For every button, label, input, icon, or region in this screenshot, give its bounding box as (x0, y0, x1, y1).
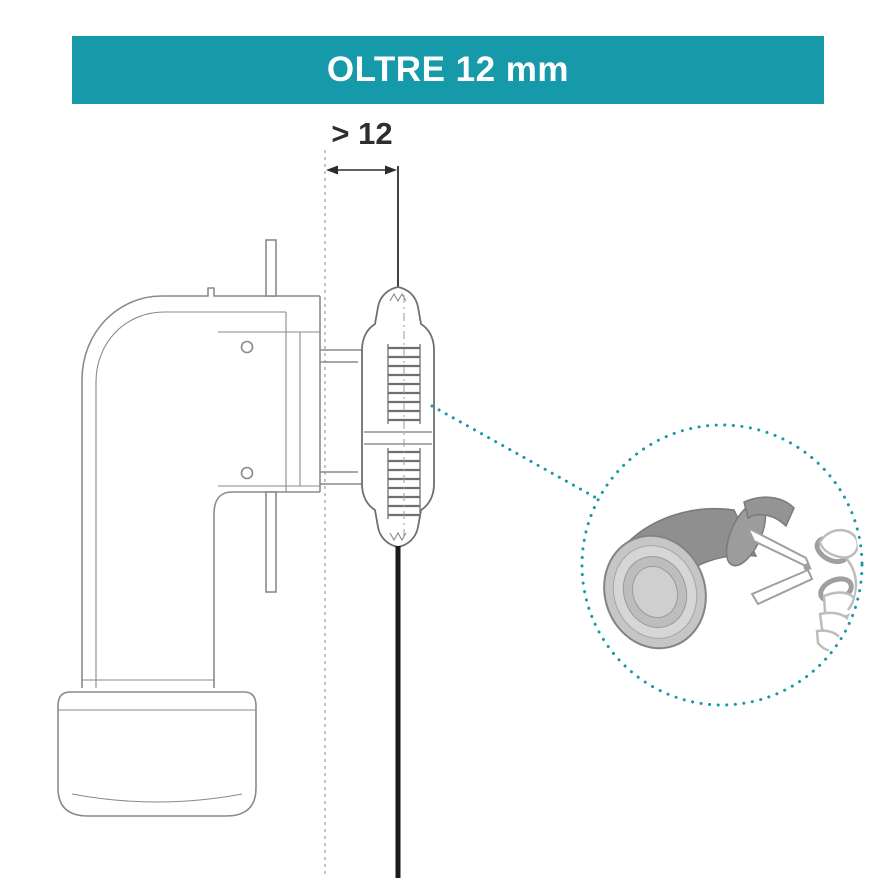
plate-fin-bottom (265, 491, 277, 593)
rubber-sleeve-illustration (603, 496, 795, 650)
leader-dotted-line (430, 404, 602, 502)
screw-bottom-icon (240, 466, 254, 480)
corrugated-connector (361, 286, 435, 548)
scissors-pivot (803, 563, 811, 571)
callout-illustration (603, 496, 859, 652)
sleeve-lip-being-cut (743, 496, 795, 528)
dimension-label: > 12 (331, 116, 393, 151)
cuff-bottom-arc (71, 793, 243, 803)
plate-detail-lines (218, 312, 320, 492)
dimension-arrowhead-right (385, 165, 397, 175)
screw-top-icon (240, 340, 254, 354)
pipe-elbow-illustration (57, 287, 321, 817)
wall-plate (218, 239, 364, 593)
scissors-blade-lower (750, 568, 814, 606)
dimension-arrowhead-left (326, 165, 338, 175)
elbow-inner-wall-line (95, 311, 286, 688)
spigot-lines (320, 349, 364, 485)
sleeve-face (603, 534, 707, 650)
base-cuff-outline (57, 691, 257, 817)
connector-outline (361, 286, 435, 548)
hand-knuckle-line (845, 557, 858, 611)
hand-thumb (818, 529, 859, 559)
connector-mid-band (364, 431, 432, 445)
elbow-inner-outline (213, 491, 320, 688)
detail-callout (580, 423, 864, 707)
sleeve-face-opening (631, 565, 679, 619)
dimension-arrow (326, 165, 397, 175)
elbow-outer-outline (81, 287, 320, 688)
cut-serration-marks (389, 292, 407, 542)
plate-fin-top (265, 239, 277, 297)
title-banner: OLTRE 12 mm (72, 36, 824, 104)
banner-title: OLTRE 12 mm (326, 50, 570, 89)
